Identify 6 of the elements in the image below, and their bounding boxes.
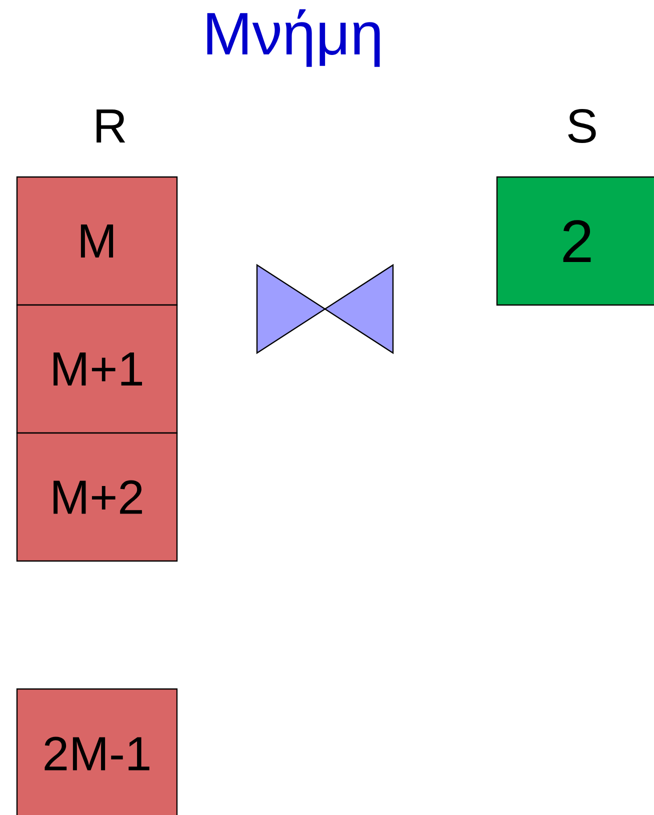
block-box: M+1 [16, 304, 178, 434]
block-box: 2M-1 [16, 688, 178, 815]
block-box: 2 [496, 176, 654, 306]
title: Μνήμη [207, 9, 380, 67]
block-box: M [16, 176, 178, 306]
block-box: M+2 [16, 432, 178, 562]
